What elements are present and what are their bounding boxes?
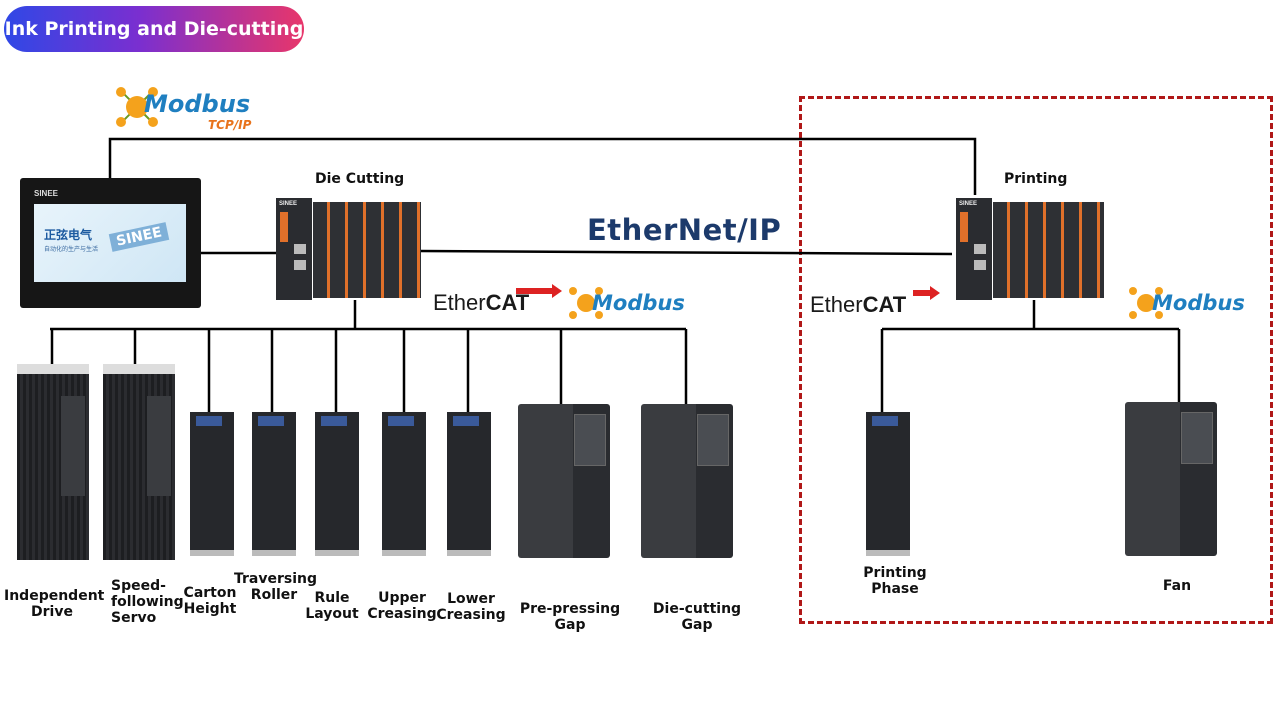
ethercat-logo: EtherCAT [433,290,529,316]
ethernet-port-icon [974,244,986,254]
ethernet-port-icon [294,244,306,254]
carton-height-servo [190,412,234,556]
independent-drive-device [17,364,89,560]
servo-display [196,416,222,426]
ethernet-ip-logo: EtherNet/IP [587,213,781,247]
printing-controller: SINEE [956,198,1104,300]
die-cutting-gap-inverter [641,404,733,558]
servo-display [388,416,414,426]
modbus-word: Modbus [1152,291,1245,315]
controller-cpu: SINEE [276,198,312,300]
hmi-panel: SINEE 正弦电气 自动化的生产与生活 SINEE [20,178,201,308]
page-title: Ink Printing and Die-cutting [4,6,304,52]
ethernet-port-icon [294,260,306,270]
hmi-screen-title: 正弦电气 [44,228,93,242]
ethernet-ip-prefix: EtherN [587,213,703,247]
servo-display [453,416,479,426]
controller-cpu: SINEE [956,198,992,300]
modbus-tcp-word: Modbus [144,90,251,118]
traversing-roller-servo [252,412,296,556]
ethernet-ip-suffix: et/IP [702,213,782,247]
servo-display [872,416,898,426]
pre-pressing-gap-inverter [518,404,610,558]
controller-brand: SINEE [279,201,298,207]
printing-title: Printing [1004,171,1068,187]
ethercat-prefix: Ether [810,292,863,317]
modbus-logo-printing: Modbus [1126,283,1258,323]
die-cutting-controller: SINEE [276,198,421,300]
drive-panel [147,396,171,496]
inverter-keypad [1181,412,1213,464]
inverter-keypad [574,414,606,466]
modbus-network-icon [569,287,603,319]
terminal-block-icon [960,212,968,242]
fan-inverter [1125,402,1217,556]
inverter-keypad [697,414,729,466]
drive-panel [61,396,85,496]
io-modules [313,202,421,298]
servo-display [321,416,347,426]
ethercat-suffix: CAT [862,292,907,317]
label-printing-phase: Printing Phase [863,565,927,597]
rule-layout-servo [315,412,359,556]
modbus-network-icon [116,87,158,127]
modbus-logo-die-cutting: Modbus [566,283,696,323]
printing-section-frame [799,96,1273,624]
hmi-screen-subtitle: 自动化的生产与生活 [44,246,99,253]
ethercat-suffix: CAT [485,290,530,315]
label-pre-pressing-gap: Pre-pressing Gap [519,601,621,633]
upper-creasing-servo [382,412,426,556]
modbus-tcp-sub: TCP/IP [208,118,252,132]
ethernet-port-icon [974,260,986,270]
ethercat-prefix: Ether [433,290,486,315]
hmi-screen: 正弦电气 自动化的生产与生活 SINEE [34,204,186,282]
servo-display [258,416,284,426]
hmi-brand: SINEE [34,189,59,198]
printing-phase-servo [866,412,910,556]
io-modules [993,202,1104,298]
label-fan: Fan [1162,578,1192,594]
lower-creasing-servo [447,412,491,556]
speed-following-servo-device [103,364,175,560]
modbus-word: Modbus [592,291,685,315]
modbus-tcp-logo: Modbus TCP/IP [112,82,272,132]
modbus-network-icon [1129,287,1163,319]
ethercat-logo-printing: EtherCAT [810,292,906,318]
terminal-block-icon [280,212,288,242]
die-cutting-title: Die Cutting [315,171,405,187]
controller-brand: SINEE [959,201,978,207]
label-die-cutting-gap: Die-cutting Gap [652,601,742,633]
